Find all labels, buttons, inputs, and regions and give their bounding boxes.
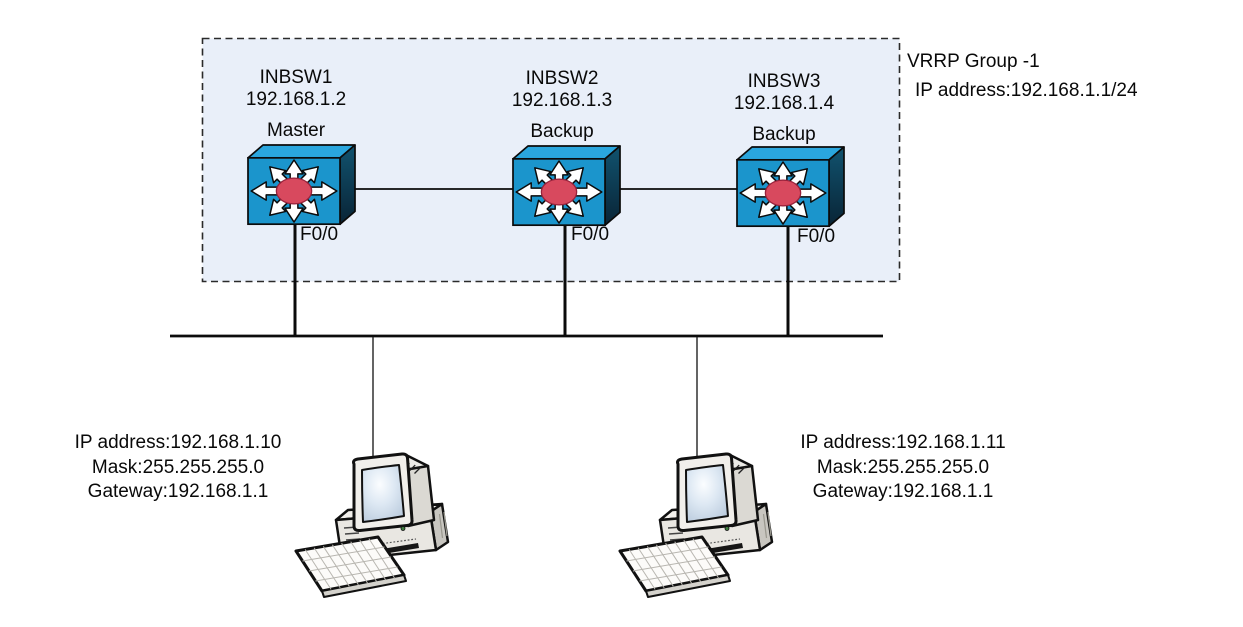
switch3-label: INBSW3 192.168.1.4 Backup bbox=[694, 71, 874, 146]
switch-icon-inbsw2 bbox=[513, 146, 620, 225]
pc-icon-host2 bbox=[618, 452, 774, 599]
vrrp-group-ip: IP address:192.168.1.1/24 bbox=[915, 80, 1138, 101]
switch-icon-inbsw3 bbox=[737, 147, 844, 226]
switch2-name: INBSW2 bbox=[525, 68, 599, 89]
host1-gateway: Gateway:192.168.1.1 bbox=[87, 481, 269, 502]
switch-icon-inbsw1 bbox=[248, 145, 355, 224]
host1-ip: IP address:192.168.1.10 bbox=[74, 432, 282, 453]
switch1-ip: 192.168.1.2 bbox=[245, 89, 347, 110]
switch1-name: INBSW1 bbox=[259, 67, 333, 88]
switch1-role: Master bbox=[266, 120, 326, 141]
pc-icon-host1 bbox=[294, 452, 450, 599]
switch2-ip: 192.168.1.3 bbox=[511, 90, 613, 111]
host2-ip: IP address:192.168.1.11 bbox=[800, 432, 1006, 453]
host2-mask: Mask:255.255.255.0 bbox=[816, 456, 990, 478]
host2-info: IP address:192.168.1.11 Mask:255.255.255… bbox=[783, 431, 1023, 505]
switch3-ip: 192.168.1.4 bbox=[733, 93, 835, 114]
host2-gateway: Gateway:192.168.1.1 bbox=[812, 481, 994, 502]
switch3-port-label: F0/0 bbox=[797, 226, 836, 247]
switch1-port-label: F0/0 bbox=[300, 224, 339, 245]
host1-info: IP address:192.168.1.10 Mask:255.255.255… bbox=[58, 431, 298, 505]
switch2-label: INBSW2 192.168.1.3 Backup bbox=[472, 68, 652, 143]
switch1-label: INBSW1 192.168.1.2 Master bbox=[206, 67, 386, 142]
vrrp-group-title: VRRP Group -1 bbox=[907, 51, 1040, 72]
host1-mask: Mask:255.255.255.0 bbox=[91, 456, 265, 478]
switch2-port-label: F0/0 bbox=[571, 224, 610, 245]
switch3-name: INBSW3 bbox=[747, 71, 821, 92]
switch3-role: Backup bbox=[752, 124, 816, 145]
switch2-role: Backup bbox=[530, 121, 594, 142]
